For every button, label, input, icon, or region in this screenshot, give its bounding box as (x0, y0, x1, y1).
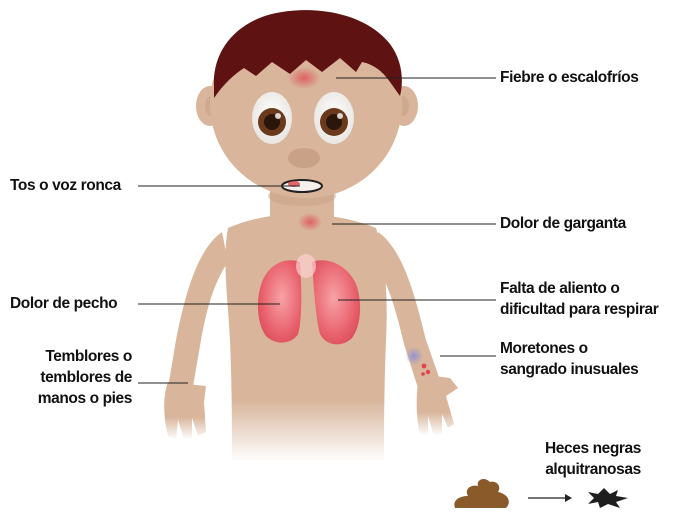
tar-stool-icon (588, 488, 628, 508)
leader-lines (138, 77, 496, 384)
label-bruises: Moretones o sangrado inusuales (500, 340, 639, 378)
right-eye (314, 92, 354, 144)
label-cough: Tos o voz ronca (10, 177, 121, 194)
label-tremors: Temblores o temblores de manos o pies (37, 348, 133, 407)
bruise-marks (405, 347, 431, 376)
left-hand (164, 382, 206, 440)
label-stool: Heces negras alquitranosas (544, 440, 641, 478)
label-breath: Falta de aliento o dificultad para respi… (500, 280, 659, 318)
lungs (257, 254, 361, 345)
right-arm (374, 232, 440, 388)
hair (213, 10, 402, 98)
nose (288, 148, 320, 168)
stool-illustration (454, 479, 628, 508)
normal-stool-icon (454, 479, 509, 508)
label-throat: Dolor de garganta (500, 215, 626, 232)
torso (225, 214, 387, 462)
right-hand (416, 376, 458, 436)
label-fever: Fiebre o escalofríos (500, 69, 639, 86)
child-figure (164, 10, 458, 462)
label-chest: Dolor de pecho (10, 295, 118, 312)
arrow-right-icon (565, 494, 572, 502)
left-eye (252, 92, 292, 144)
left-arm (168, 232, 228, 392)
